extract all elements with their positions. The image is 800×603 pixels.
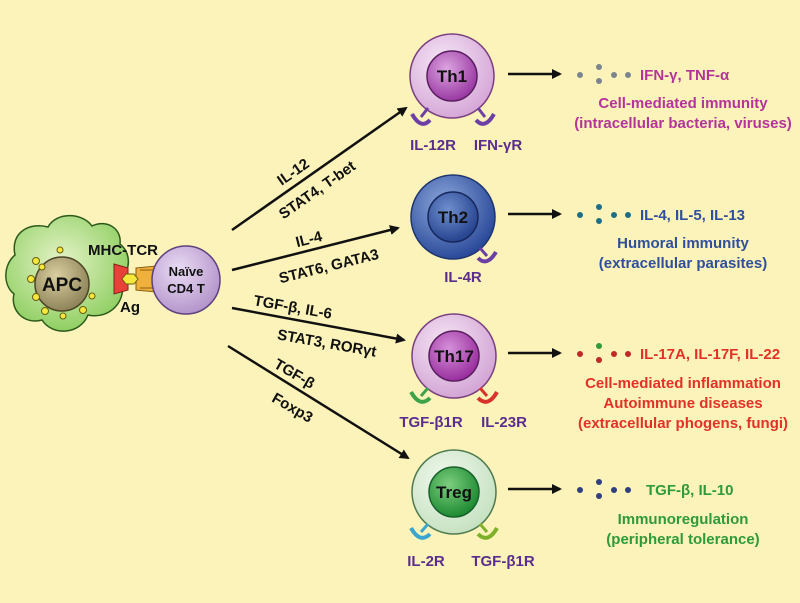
signal-labels: IL-12 STAT4, T-bet IL-4 STAT6, GATA3 TGF…: [252, 155, 380, 426]
th2-receptor-il-4r: IL-4R: [444, 269, 482, 286]
antigen-icon: [121, 273, 139, 285]
th1-label: Th1: [437, 67, 467, 86]
treg-receptor-il-2r: IL-2R: [407, 553, 445, 570]
il-4r-receptor-icon: [476, 247, 498, 264]
th2-output: IL-4, IL-5, IL-13 Humoral immunity (extr…: [599, 207, 767, 272]
th17-cell: Th17 TGF-β1R IL-23R: [399, 313, 527, 431]
th2-function-line1: Humoral immunity: [617, 235, 749, 252]
treg-function-line2: (peripheral tolerance): [606, 531, 759, 548]
th17-function-line2: Autoimmune diseases: [603, 395, 762, 412]
th17-function-line3: (extracellular phogens, fungi): [578, 415, 788, 432]
th1-function-line2: (intracellular bacteria, viruses): [574, 115, 792, 132]
th2-cell: Th2 IL-4R: [410, 174, 498, 286]
il-2r-receptor-icon: [409, 523, 432, 540]
th1-cytokines: IFN-γ, TNF-α: [640, 67, 730, 84]
th2-signal-top: IL-4: [294, 228, 325, 251]
treg-cytokines: TGF-β, IL-10: [646, 482, 734, 499]
il-23r-receptor-icon: [476, 387, 499, 404]
mhc-molecule: [113, 263, 129, 295]
th1-output: IFN-γ, TNF-α Cell-mediated immunity (int…: [574, 67, 792, 132]
th17-cytokine-dots: [577, 343, 631, 363]
treg-cell: Treg IL-2R TGF-β1R: [407, 449, 535, 570]
th2-cytokine-dots: [577, 204, 631, 224]
th2-label: Th2: [438, 208, 468, 227]
treg-output: TGF-β, IL-10 Immunoregulation (periphera…: [606, 482, 759, 548]
th17-receptor-tgf-beta1r: TGF-β1R: [399, 414, 462, 431]
th1-receptor-ifn-gamma-r: IFN-γR: [474, 137, 523, 154]
th17-cytokines: IL-17A, IL-17F, IL-22: [640, 346, 780, 363]
th1-signal-top: IL-12: [274, 155, 312, 189]
th1-cell: Th1 IL-12R IFN-γR: [409, 33, 523, 154]
mhc-tcr-label: MHC-TCR: [88, 242, 158, 259]
arrow-to-treg: [227, 344, 410, 460]
th2-cytokines: IL-4, IL-5, IL-13: [640, 207, 745, 224]
treg-receptor-tgf-beta1r: TGF-β1R: [471, 553, 534, 570]
th1-cytokine-dots: [577, 64, 631, 84]
th2-signal-bottom: STAT6, GATA3: [277, 246, 380, 287]
apc-label: APC: [42, 275, 82, 296]
treg-tgf-beta1r-receptor-icon: [476, 523, 499, 540]
th17-receptor-il-23r: IL-23R: [481, 414, 527, 431]
treg-label: Treg: [436, 483, 472, 502]
th17-output: IL-17A, IL-17F, IL-22 Cell-mediated infl…: [578, 346, 788, 432]
differentiation-arrows: [227, 106, 410, 460]
th17-label: Th17: [434, 347, 474, 366]
treg-function-line1: Immunoregulation: [618, 511, 749, 528]
naive-cd4-t-cell: Naïve CD4 T: [151, 245, 221, 315]
treg-cytokine-dots: [577, 479, 631, 499]
antigen-label: Ag: [120, 299, 140, 316]
arrow-to-th17: [231, 306, 406, 344]
th17-function-line1: Cell-mediated inflammation: [585, 375, 781, 392]
th1-receptor-il-12r: IL-12R: [410, 137, 456, 154]
arrow-to-th1: [231, 106, 408, 232]
th1-function-line1: Cell-mediated immunity: [598, 95, 768, 112]
naive-label-line1: Naïve: [169, 264, 204, 279]
il-12r-receptor-icon: [410, 107, 432, 126]
arrow-to-th2: [231, 225, 400, 272]
mhc-tcr-complex: MHC-TCR Ag: [88, 242, 158, 316]
apc-nucleus: [34, 256, 90, 312]
ifn-gamma-r-receptor-icon: [474, 107, 496, 126]
naive-label-line2: CD4 T: [167, 281, 205, 296]
secretion-arrows: [508, 69, 562, 494]
apc-cell: APC: [5, 214, 130, 332]
th2-function-line2: (extracellular parasites): [599, 255, 767, 272]
apc-granules: [27, 246, 96, 320]
tgf-beta1r-receptor-icon: [409, 387, 432, 404]
